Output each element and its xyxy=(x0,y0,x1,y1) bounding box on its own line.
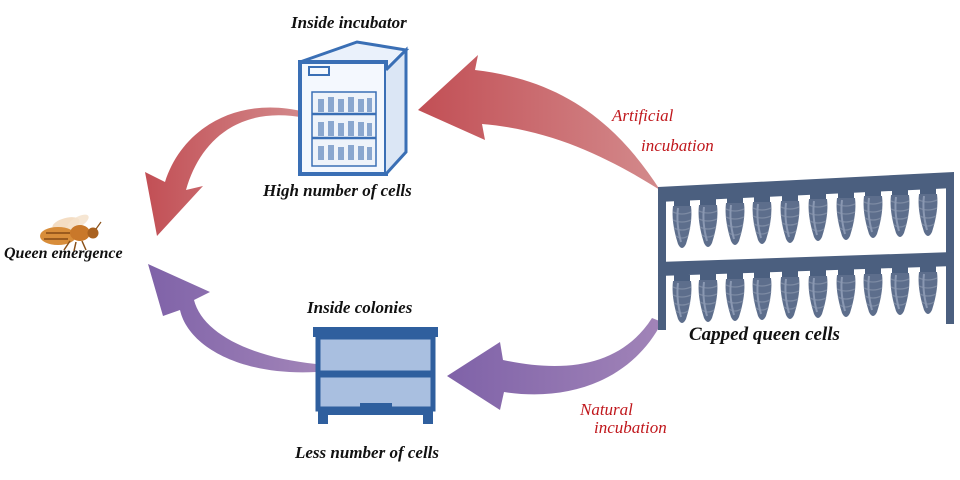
queen-emergence-label: Queen emergence xyxy=(4,245,123,262)
capped-queen-cells-label: Capped queen cells xyxy=(689,324,840,345)
incubator-icon xyxy=(298,40,410,176)
less-number-label: Less number of cells xyxy=(295,443,440,462)
bee-icon xyxy=(40,214,102,252)
incubator-to-emergence-arrow xyxy=(145,107,305,237)
beehive-icon xyxy=(313,327,438,424)
natural-incubation-label: incubation xyxy=(594,418,667,437)
high-number-label: High number of cells xyxy=(263,181,412,200)
artificial-label: Artificial xyxy=(612,106,674,125)
artificial-incubation-label: incubation xyxy=(641,136,714,155)
colonies-to-emergence-arrow xyxy=(148,264,316,373)
inside-colonies-label: Inside colonies xyxy=(307,298,413,317)
natural-incubation-arrow xyxy=(447,318,662,410)
artificial-incubation-arrow xyxy=(418,55,660,190)
inside-incubator-label: Inside incubator xyxy=(291,13,407,32)
queen-cell-frame-icon xyxy=(658,172,954,330)
natural-label: Natural xyxy=(580,400,633,419)
